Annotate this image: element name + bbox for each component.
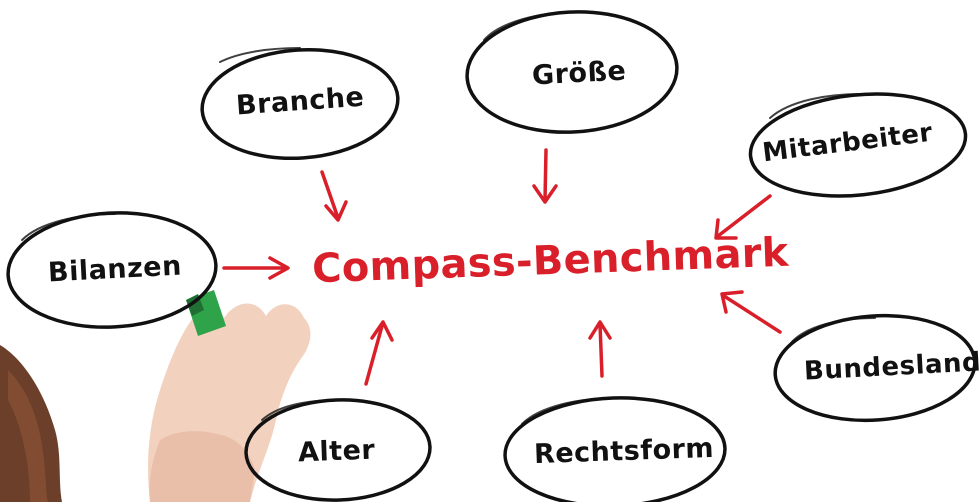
arrow-bundesland — [720, 290, 782, 334]
arrow-mitarbeiter — [714, 194, 772, 240]
hair-highlight — [8, 370, 48, 502]
arrow-branche — [320, 170, 348, 222]
arrow-rechtsform — [588, 320, 612, 378]
node-ellipse-rechtsform — [503, 396, 727, 502]
node-ellipse-branche — [200, 47, 400, 161]
hand-shadow — [149, 431, 255, 502]
node-ellipse-groesse — [465, 10, 679, 134]
arrow-bilanzen — [222, 256, 290, 280]
node-label-rechtsform: Rechtsform — [533, 432, 715, 471]
arrow-alter — [364, 320, 394, 386]
node-ellipse-bundesland — [773, 313, 977, 423]
node-label-groesse: Größe — [531, 55, 628, 92]
arrow-groesse — [532, 148, 558, 204]
node-label-alter: Alter — [297, 434, 376, 469]
node-ellipse-alter — [244, 398, 432, 502]
node-ellipse-bilanzen — [6, 211, 218, 329]
node-ellipse-mitarbeiter — [748, 92, 968, 198]
